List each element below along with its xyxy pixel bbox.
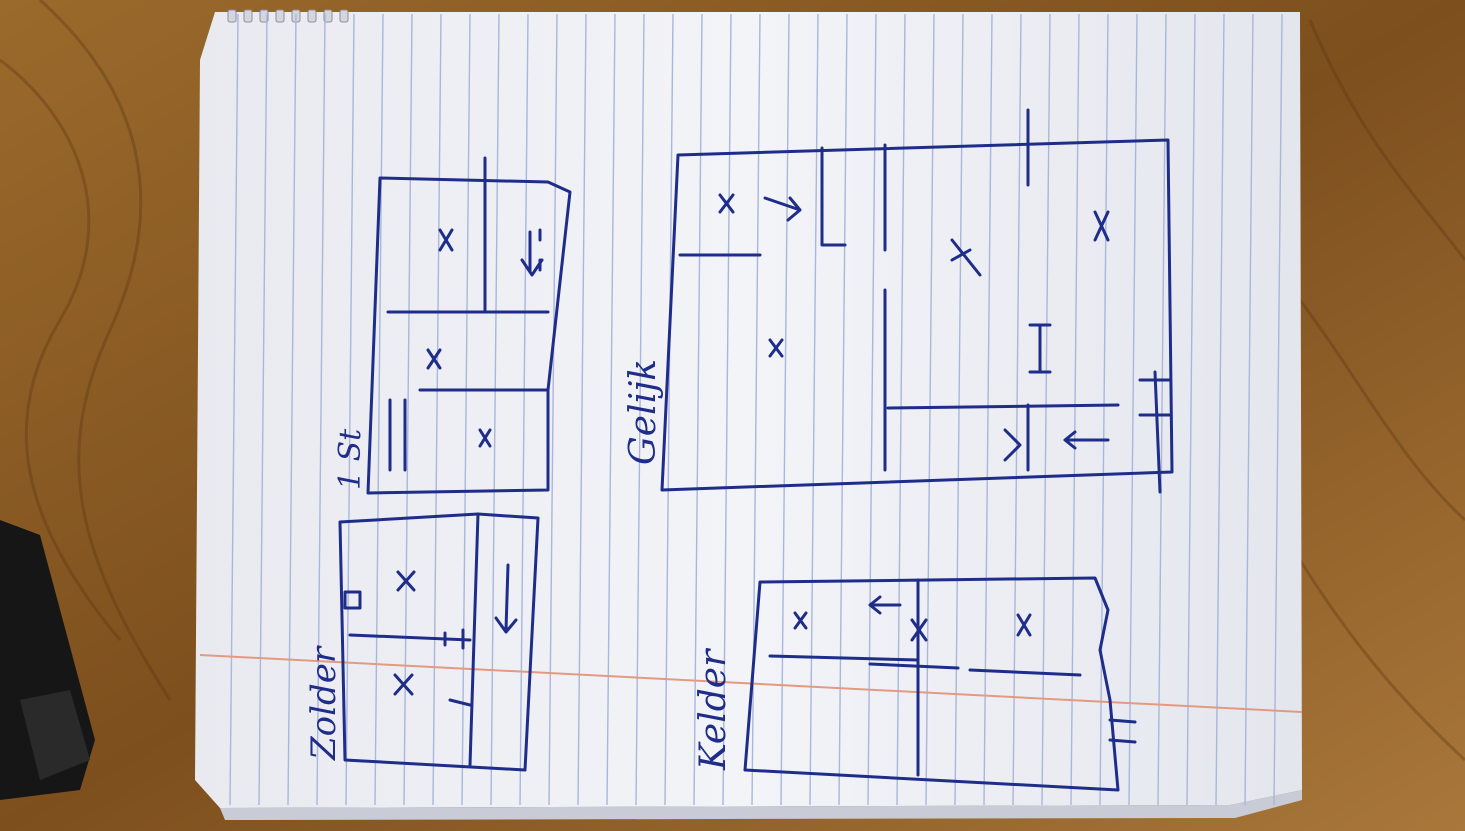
rule-line — [1273, 13, 1283, 806]
rule-line — [693, 13, 703, 806]
rule-line — [1215, 13, 1225, 806]
plan-gelijk — [660, 108, 1174, 494]
label-zolder: Zolder — [304, 645, 344, 761]
rule-line — [345, 13, 355, 806]
label-kelder: Kelder — [693, 648, 734, 771]
rule-line — [1157, 13, 1167, 806]
plan-kelder — [743, 576, 1137, 792]
ink-drawings — [338, 108, 1174, 792]
rule-line — [1128, 13, 1138, 806]
notebook-page — [195, 12, 1302, 808]
rule-line — [606, 13, 616, 806]
label-gelijk: Gelijk — [623, 359, 664, 465]
rule-line — [1099, 13, 1109, 806]
rule-line — [809, 13, 819, 806]
rule-line — [577, 13, 587, 806]
rule-line — [867, 13, 877, 806]
rule-line — [432, 13, 442, 806]
wood-grain — [0, 0, 1465, 762]
rule-line — [722, 13, 732, 806]
plan-zolder — [338, 512, 540, 772]
rule-line — [838, 13, 848, 806]
rule-line — [403, 13, 413, 806]
rule-line — [1244, 13, 1254, 806]
rule-line — [287, 13, 297, 806]
plan-labels: Zolder 1 St Gelijk Kelder — [304, 359, 734, 771]
rule-line — [635, 13, 645, 806]
label-1st: 1 St — [333, 428, 368, 490]
rule-line — [374, 13, 384, 806]
rule-line — [461, 13, 471, 806]
rule-line — [229, 13, 239, 806]
rule-line — [258, 13, 268, 806]
rule-line — [1186, 13, 1196, 806]
rule-line — [664, 13, 674, 806]
rule-line — [780, 13, 790, 806]
rule-line — [490, 13, 500, 806]
rule-line — [896, 13, 906, 806]
rule-line — [316, 13, 326, 806]
spiral-binding — [227, 9, 349, 23]
plan-1st — [366, 156, 572, 495]
rule-line — [519, 13, 529, 806]
